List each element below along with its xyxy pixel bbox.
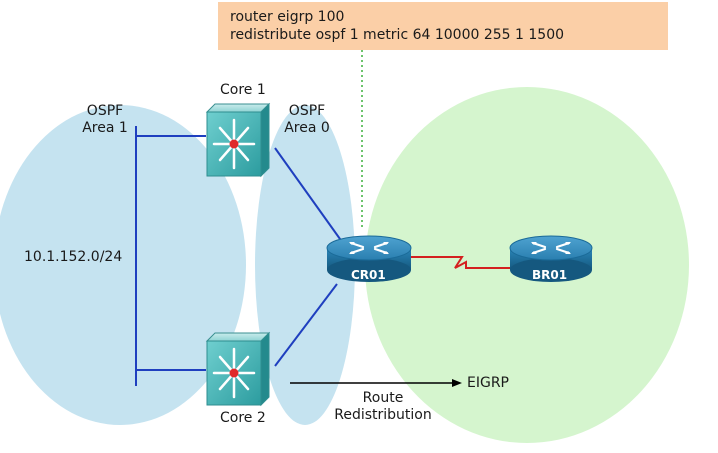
- redistribution-label-line1: Route: [362, 390, 404, 406]
- link-core2-cr01: [274, 283, 338, 367]
- br01-router-icon: [509, 235, 593, 282]
- core2-label: Core 2: [220, 410, 266, 426]
- config-line-router-eigrp: router eigrp 100: [230, 9, 345, 25]
- redistribution-label: Route Redistribution: [320, 390, 446, 424]
- cr01-label: CR01: [351, 268, 386, 282]
- core2-switch-icon: [205, 331, 271, 407]
- ospf-area1-region: [0, 105, 246, 425]
- link-core1-cr01: [274, 147, 346, 247]
- core1-switch-icon: [205, 102, 271, 178]
- redistribution-label-line2: Redistribution: [334, 407, 432, 423]
- area1-label-line1: OSPF: [86, 103, 124, 119]
- area1-label: OSPF Area 1: [72, 103, 138, 137]
- area0-label-line1: OSPF: [288, 103, 326, 119]
- network-label: 10.1.152.0/24: [24, 249, 123, 265]
- core1-label: Core 1: [220, 82, 266, 98]
- area0-label: OSPF Area 0: [276, 103, 338, 137]
- config-line-redistribute: redistribute ospf 1 metric 64 10000 255 …: [230, 27, 565, 43]
- eigrp-label: EIGRP: [467, 375, 509, 391]
- area0-label-line2: Area 0: [284, 120, 330, 136]
- ospf-area0-region: [255, 105, 355, 425]
- config-callout-box: router eigrp 100 redistribute ospf 1 met…: [218, 2, 668, 50]
- serial-link-cr01-br01: [410, 256, 513, 269]
- redistribution-arrowhead: [452, 379, 462, 387]
- br01-label: BR01: [532, 268, 568, 282]
- cr01-router-icon: [326, 235, 412, 282]
- area1-label-line2: Area 1: [82, 120, 128, 136]
